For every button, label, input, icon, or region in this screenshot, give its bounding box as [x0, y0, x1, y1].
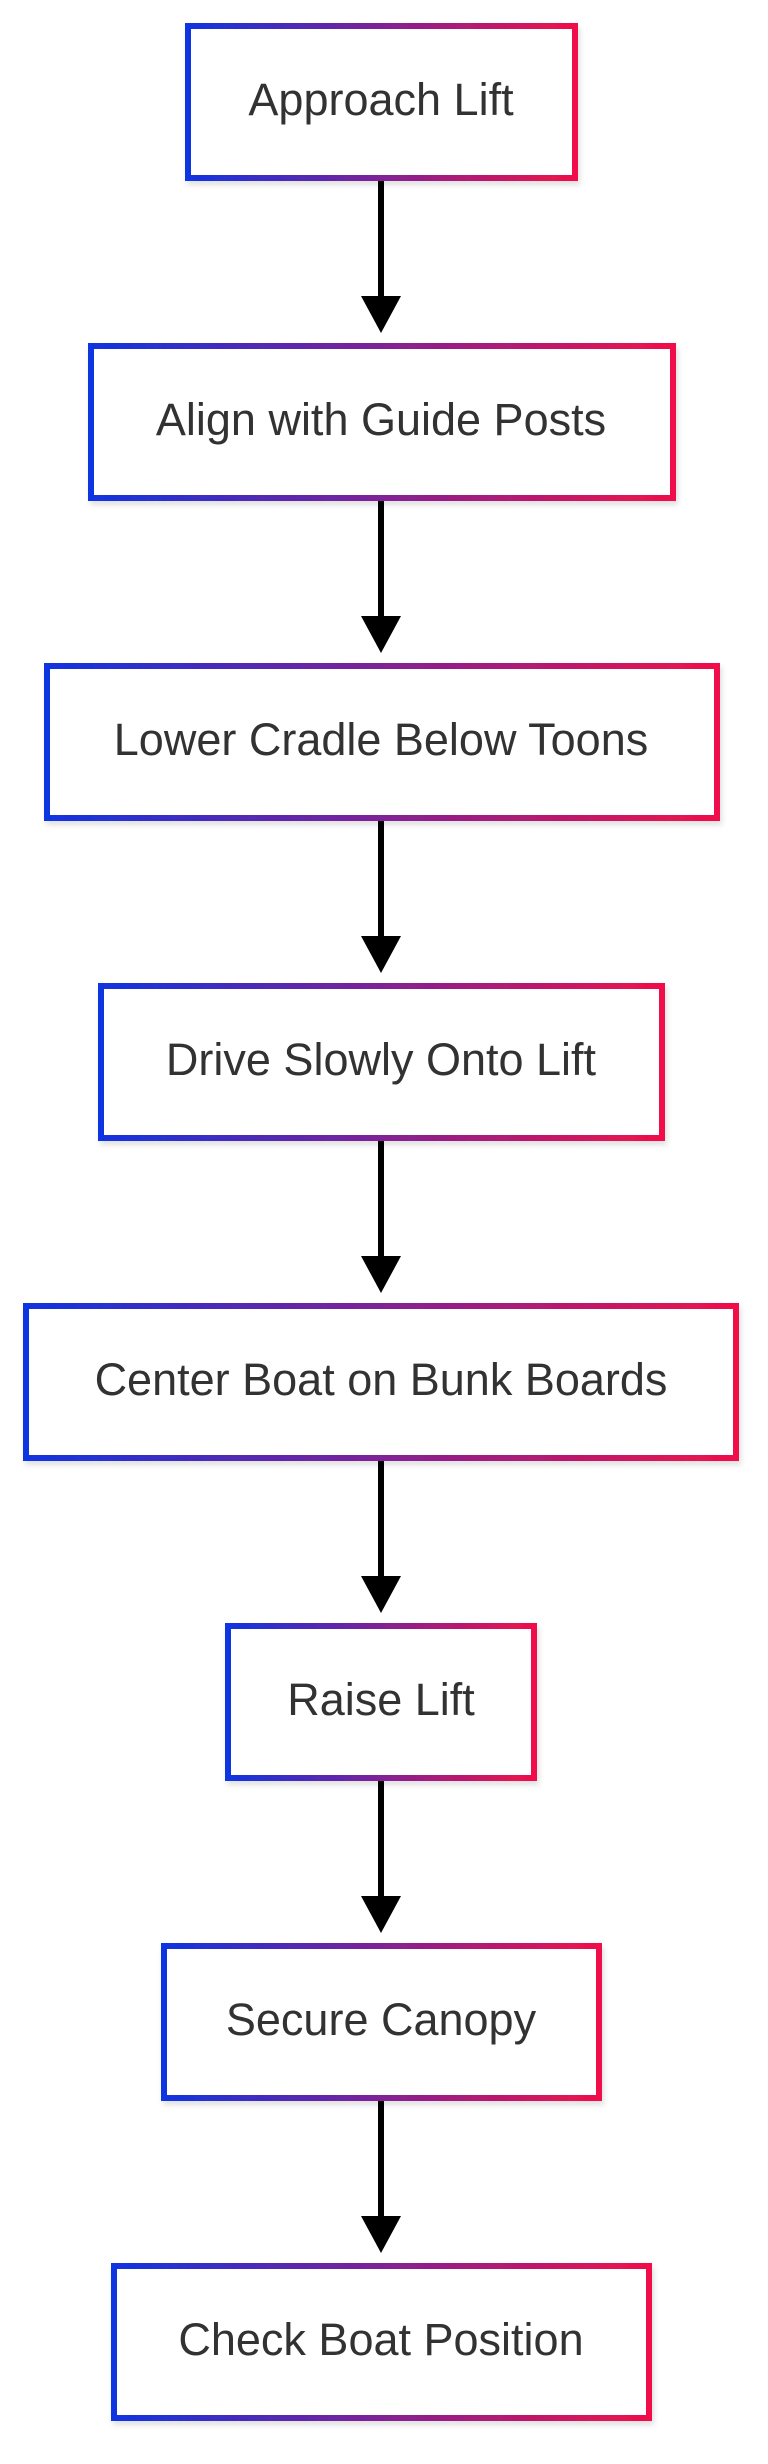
node-drive-slowly-onto-lift-box — [98, 983, 665, 1141]
node-center-boat-on-bunk-boards: Center Boat on Bunk Boards — [23, 1303, 739, 1461]
node-approach-lift-label: Approach Lift — [248, 74, 514, 125]
edge-1-arrowhead — [361, 296, 401, 333]
node-approach-lift-box — [185, 23, 578, 181]
node-lower-cradle-below-toons-box — [44, 663, 720, 821]
node-center-boat-on-bunk-boards-label: Center Boat on Bunk Boards — [95, 1354, 668, 1405]
edge-2-arrowhead — [361, 616, 401, 653]
node-secure-canopy: Secure Canopy — [161, 1943, 602, 2101]
node-center-boat-on-bunk-boards-box — [23, 1303, 739, 1461]
edge-3-arrowhead — [361, 936, 401, 973]
node-raise-lift-box — [225, 1623, 537, 1781]
node-secure-canopy-label: Secure Canopy — [226, 1994, 537, 2045]
node-lower-cradle-below-toons: Lower Cradle Below Toons — [44, 663, 720, 821]
node-drive-slowly-onto-lift: Drive Slowly Onto Lift — [98, 983, 665, 1141]
edge-4-arrowhead — [361, 1256, 401, 1293]
edge-3 — [361, 820, 401, 973]
node-approach-lift: Approach Lift — [185, 23, 578, 181]
node-check-boat-position-label: Check Boat Position — [178, 2314, 583, 2365]
node-align-with-guide-posts: Align with Guide Posts — [88, 343, 676, 501]
edge-2 — [361, 500, 401, 653]
node-check-boat-position: Check Boat Position — [111, 2263, 652, 2421]
edge-5 — [361, 1460, 401, 1613]
node-drive-slowly-onto-lift-label: Drive Slowly Onto Lift — [166, 1034, 597, 1085]
edge-6 — [361, 1780, 401, 1933]
edge-7-arrowhead — [361, 2216, 401, 2253]
node-align-with-guide-posts-label: Align with Guide Posts — [156, 394, 606, 445]
node-align-with-guide-posts-box — [88, 343, 676, 501]
edge-4 — [361, 1140, 401, 1293]
node-check-boat-position-box — [111, 2263, 652, 2421]
node-raise-lift: Raise Lift — [225, 1623, 537, 1781]
edge-6-arrowhead — [361, 1896, 401, 1933]
edge-7 — [361, 2100, 401, 2253]
edge-5-arrowhead — [361, 1576, 401, 1613]
node-secure-canopy-box — [161, 1943, 602, 2101]
node-lower-cradle-below-toons-label: Lower Cradle Below Toons — [114, 714, 648, 765]
node-raise-lift-label: Raise Lift — [287, 1674, 475, 1725]
edge-1 — [361, 181, 401, 333]
